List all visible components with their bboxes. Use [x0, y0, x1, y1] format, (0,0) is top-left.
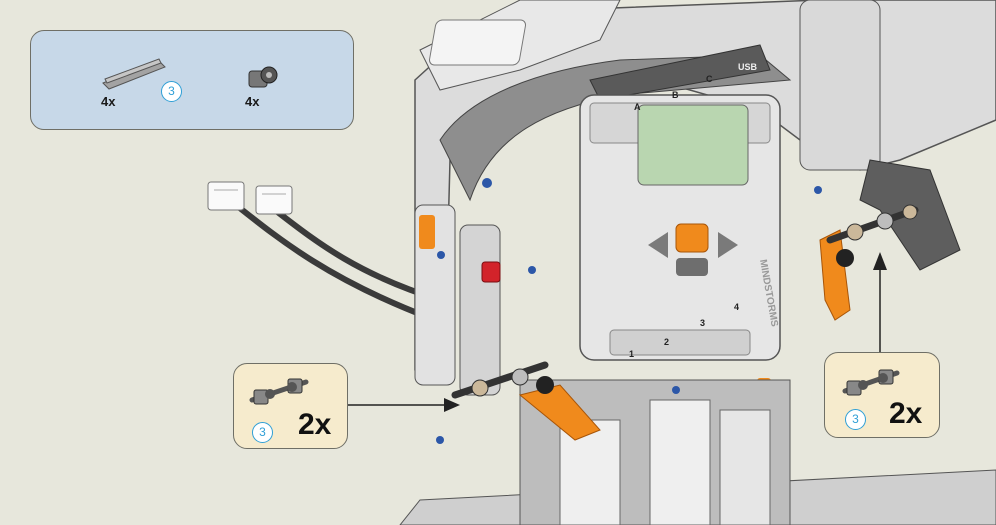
nxt-port-usb: USB [738, 62, 758, 72]
nxt-port-a: A [634, 102, 641, 112]
axle-quantity: 4x [101, 94, 116, 109]
nxt-port-b: B [672, 90, 679, 100]
callout-right-quantity: 2x [889, 397, 923, 430]
bush-part-icon [248, 66, 278, 88]
callout-arrows [345, 252, 887, 412]
callout-left-art [249, 378, 309, 405]
axle-part-icon [102, 58, 166, 90]
callout-left: 3 2x [233, 363, 348, 449]
nxt-brick: MINDSTORMS A B C USB 1 2 3 4 [579, 62, 781, 361]
callout-right-art [842, 369, 900, 396]
robot-frame [399, 0, 996, 525]
parts-list-art [102, 58, 278, 90]
callout-right-length-badge: 3 [845, 409, 866, 430]
callout-left-length-badge: 3 [252, 422, 273, 443]
nxt-port-1: 1 [629, 349, 634, 359]
cable-wires [207, 181, 441, 321]
callout-right: 3 2x [824, 352, 940, 438]
callout-left-quantity: 2x [298, 408, 332, 441]
nxt-port-4: 4 [734, 302, 739, 312]
bush-quantity: 4x [245, 94, 260, 109]
axle-with-bushes-icon [842, 369, 900, 396]
nxt-port-2: 2 [664, 337, 669, 347]
axle-length-badge: 3 [161, 81, 182, 102]
nxt-port-c: C [706, 74, 713, 84]
axle-with-bushes-icon [249, 378, 309, 405]
nxt-port-3: 3 [700, 318, 705, 328]
parts-list-panel: 4x 3 4x [30, 30, 354, 130]
